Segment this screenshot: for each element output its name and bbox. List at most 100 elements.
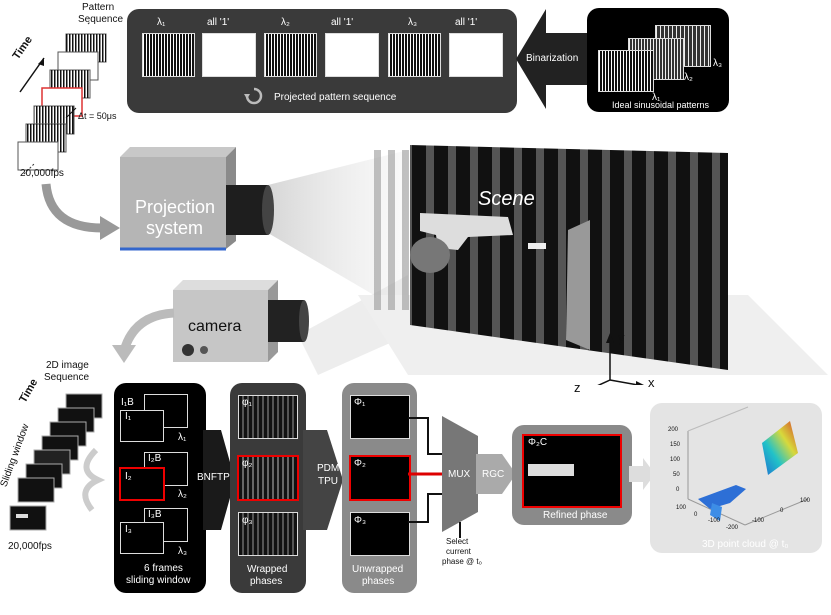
wrapped-caption-2: phases [250,576,283,587]
pattern-stack [17,22,107,175]
frame-l2: λ₂ [178,489,187,500]
x-axis [609,379,639,385]
wrapped-phi3 [238,512,298,556]
binarization-arrow [516,9,592,109]
camera-lens [268,300,304,342]
select-line3: phase @ t₀ [442,557,482,566]
rgc-label: RGC [482,469,505,480]
binarization-label: Binarization [526,53,579,64]
frame-l1: λ₁ [178,432,187,443]
pattern-title-line1: Pattern [82,2,115,13]
axis-y-label: y [618,330,625,345]
ideal-pattern-1 [598,50,654,92]
select-line1: Select [446,537,469,546]
pdm-arrow [303,430,343,530]
wrapped-phi2-label: φ₂ [242,458,253,469]
refined-symbol: Φ₂C [528,437,548,448]
image-seq-line1: 2D image [46,360,89,371]
projection-label-2: system [146,218,204,238]
bullet-object [528,243,546,249]
refined-caption: Refined phase [543,510,608,521]
xtick: -100 [708,518,721,524]
image-seq-fps: 20,000fps [8,541,52,552]
pdm-label-1: PDM [317,463,340,474]
gun-object [420,213,513,250]
camera-label: camera [188,318,242,335]
frame-i3b-label: I₃B [148,509,162,520]
cloud-arrow [629,458,655,490]
frame-i2-label: I₂ [125,471,132,482]
cycle-icon [244,87,263,105]
proj-frame-4 [325,33,379,77]
curved-arrow-from-camera [112,308,175,363]
ytick: 100 [800,498,811,504]
scene-label: Scene [478,188,535,210]
proj-frame-6 [449,33,503,77]
fps-label: 20,000fps [20,168,64,179]
axis-x-label: x [648,375,655,390]
z-axis [597,379,611,385]
proj-label-1: λ₁ [157,17,166,28]
frame-i1-label: I₁ [125,411,132,422]
axis-z-label: z [574,380,581,395]
proj-label-5: λ₃ [408,17,418,28]
bnftp-label: BNFTP [197,472,230,483]
proj-frame-3 [264,33,317,77]
curved-arrow-to-projector [41,183,120,240]
ytick: -100 [752,518,765,524]
wrapped-phi1-label: φ₁ [242,397,252,408]
image-seq-stack [9,393,106,531]
mux-label: MUX [448,469,471,480]
ztick: 100 [670,457,681,463]
xtick: 0 [694,512,698,518]
frame-l3: λ₃ [178,546,188,557]
proj-frame-1 [142,33,195,77]
unwrapped-caption-2: phases [362,576,395,587]
scene-illustration [120,145,828,385]
xtick: 100 [676,505,687,511]
image-seq-line2: Sequence [44,372,90,383]
camera-connector [182,344,194,356]
frame-i2 [119,467,165,501]
unwrapped-phi1-label: Φ₁ [354,397,366,408]
frame-i1 [120,410,164,442]
unwrapped-caption-1: Unwrapped [352,564,404,575]
frame-i1b-label: I₁B [121,397,134,408]
frames-caption-2: sliding window [126,575,191,586]
pattern-title-line2: Sequence [78,14,124,25]
hand-object [410,237,450,273]
bnftp-arrow [203,430,235,530]
select-line2: current [446,547,471,556]
window-brace [82,447,106,512]
ideal-l3: λ₃ [713,58,723,69]
ideal-l1: λ₁ [652,92,661,103]
projected-stripes [370,150,410,310]
unwrapped-phi1 [350,395,410,439]
proj-frame-5 [388,33,441,77]
unwrapped-phi2-label: Φ₂ [354,458,366,469]
xtick: -200 [726,525,739,531]
cloud-caption: 3D point cloud @ t₀ [702,539,789,550]
proj-label-6: all '1' [455,17,478,28]
proj-frame-2 [202,33,256,77]
pdm-label-2: TPU [318,476,338,487]
frame-i3-label: I₃ [125,524,132,535]
projector-lens [226,185,268,235]
wrapped-phi3-label: φ₃ [242,515,253,526]
point-cloud-panel [650,403,822,553]
dt-label: Δt = 50μs [78,111,117,121]
mux-block [442,416,478,532]
proj-label-2: all '1' [207,17,230,28]
refined-gun [528,464,574,476]
ideal-caption: Ideal sinusoidal patterns [612,100,710,110]
rgc-arrow [476,454,516,494]
seq-frame [17,477,55,503]
frame-i2b-label: I₂B [148,453,162,464]
scene-plate [566,220,590,350]
ztick: 200 [668,427,679,433]
projected-caption: Projected pattern sequence [274,92,397,103]
wrapped-phi1 [238,395,298,439]
ztick: 0 [676,487,680,493]
ideal-l2: λ₂ [684,72,693,83]
projector-body [120,157,226,249]
